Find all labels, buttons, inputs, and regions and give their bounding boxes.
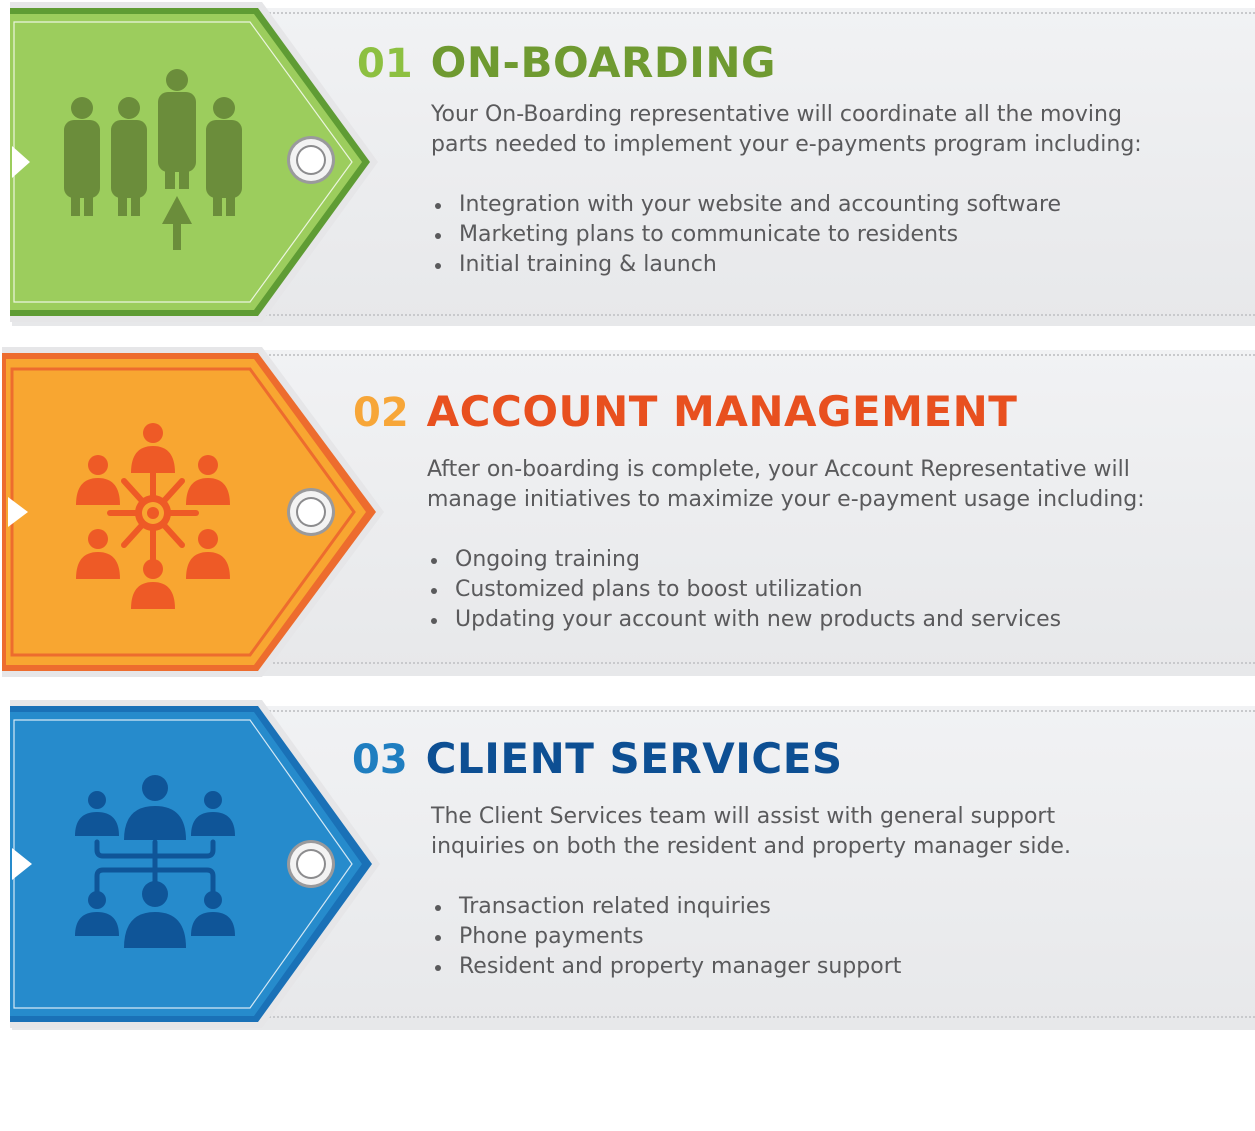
section-heading: 01 ON-BOARDING bbox=[357, 38, 776, 87]
section-client-services: 03 CLIENT SERVICES The Client Services t… bbox=[0, 700, 1255, 1030]
section-number: 03 bbox=[352, 737, 408, 783]
description-line: inquiries on both the resident and prope… bbox=[431, 834, 1071, 859]
tag-onboarding bbox=[0, 0, 400, 330]
bullet-list: Ongoing training Customized plans to boo… bbox=[427, 545, 1061, 635]
section-title: CLIENT SERVICES bbox=[425, 734, 843, 783]
tag-client-services bbox=[0, 700, 400, 1030]
section-heading: 03 CLIENT SERVICES bbox=[352, 734, 843, 783]
eyelet-icon bbox=[287, 840, 335, 888]
description-line: The Client Services team will assist wit… bbox=[431, 804, 1056, 829]
list-item: Transaction related inquiries bbox=[431, 892, 901, 922]
list-item: Phone payments bbox=[431, 922, 901, 952]
eyelet-icon bbox=[287, 488, 335, 536]
section-description: Your On-Boarding representative will coo… bbox=[431, 100, 1142, 160]
team-hierarchy-icon bbox=[75, 775, 235, 948]
bullet-list: Integration with your website and accoun… bbox=[431, 190, 1061, 280]
people-network-icon bbox=[76, 423, 230, 609]
eyelet-icon bbox=[287, 136, 335, 184]
section-title: ON-BOARDING bbox=[430, 38, 777, 87]
list-item: Resident and property manager support bbox=[431, 952, 901, 982]
description-line: After on-boarding is complete, your Acco… bbox=[427, 457, 1130, 482]
section-heading: 02 ACCOUNT MANAGEMENT bbox=[353, 387, 1017, 436]
section-number: 01 bbox=[357, 41, 413, 87]
tag-account-management bbox=[0, 347, 400, 677]
section-onboarding: 01 ON-BOARDING Your On-Boarding represen… bbox=[0, 0, 1255, 330]
bullet-list: Transaction related inquiries Phone paym… bbox=[431, 892, 901, 982]
list-item: Customized plans to boost utilization bbox=[427, 575, 1061, 605]
list-item: Integration with your website and accoun… bbox=[431, 190, 1061, 220]
list-item: Initial training & launch bbox=[431, 250, 1061, 280]
list-item: Ongoing training bbox=[427, 545, 1061, 575]
description-line: Your On-Boarding representative will coo… bbox=[431, 102, 1122, 127]
list-item: Updating your account with new products … bbox=[427, 605, 1061, 635]
business-people-icon bbox=[64, 69, 242, 250]
section-description: The Client Services team will assist wit… bbox=[431, 802, 1071, 862]
section-description: After on-boarding is complete, your Acco… bbox=[427, 455, 1145, 515]
list-item: Marketing plans to communicate to reside… bbox=[431, 220, 1061, 250]
description-line: parts needed to implement your e-payment… bbox=[431, 132, 1142, 157]
description-line: manage initiatives to maximize your e-pa… bbox=[427, 487, 1145, 512]
section-account-management: 02 ACCOUNT MANAGEMENT After on-boarding … bbox=[0, 347, 1255, 677]
section-number: 02 bbox=[353, 390, 409, 436]
section-title: ACCOUNT MANAGEMENT bbox=[426, 387, 1018, 436]
